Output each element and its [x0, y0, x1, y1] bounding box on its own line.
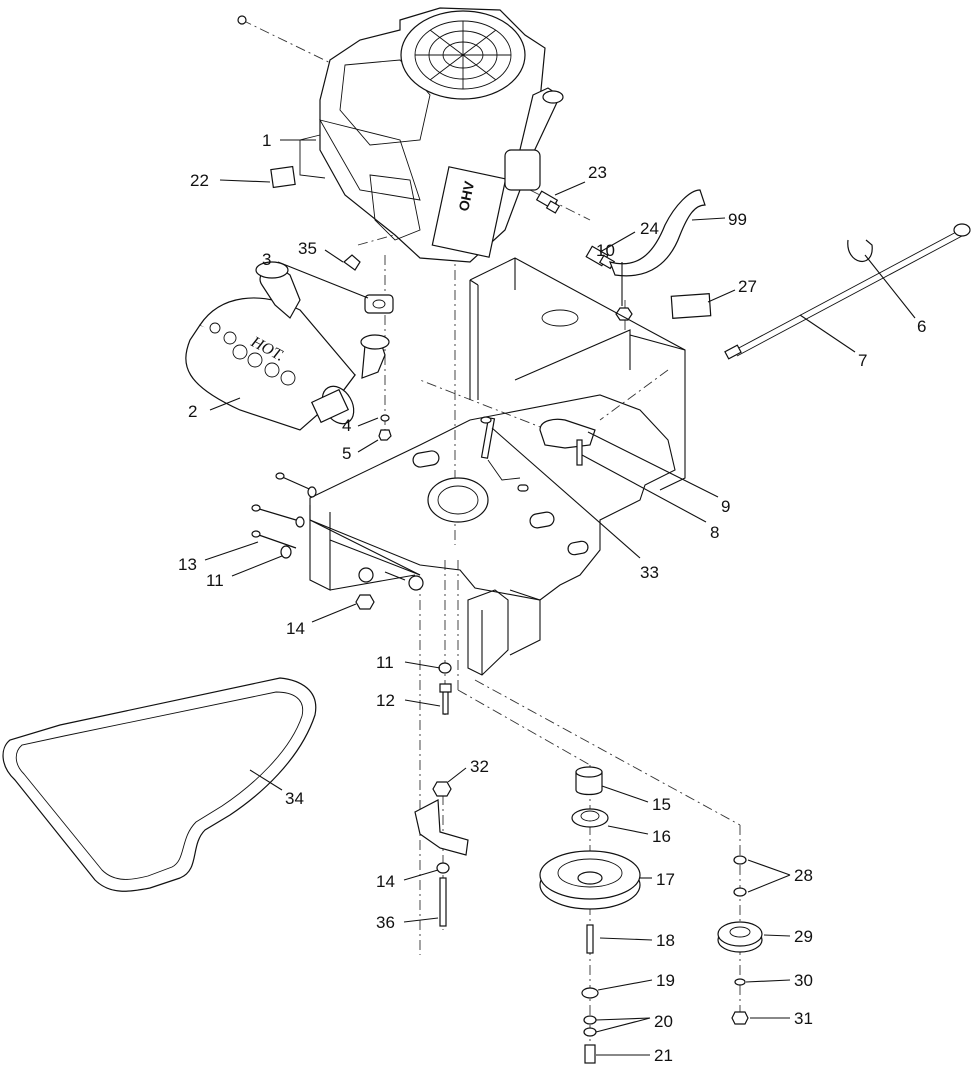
bracket-32 — [414, 799, 469, 856]
label-14-lower: 14 — [376, 872, 395, 891]
label-2: 2 — [188, 402, 197, 421]
label-16: 16 — [652, 827, 671, 846]
gasket-3 — [364, 294, 394, 314]
label-29: 29 — [794, 927, 813, 946]
label-3: 3 — [262, 250, 271, 269]
idler-stack — [717, 855, 763, 1025]
throttle-cable — [724, 223, 971, 360]
label-22: 22 — [190, 171, 209, 190]
bolt-12 — [439, 683, 452, 715]
label-4: 4 — [342, 416, 351, 435]
label-6: 6 — [917, 317, 926, 336]
label-32: 32 — [470, 757, 489, 776]
label-33: 33 — [640, 563, 659, 582]
bolt-36 — [439, 877, 447, 927]
engine: OHV — [237, 7, 564, 263]
clip-35 — [343, 254, 361, 271]
label-30: 30 — [794, 971, 813, 990]
label-5: 5 — [342, 444, 351, 463]
pulley-stack — [539, 766, 641, 1064]
label-20: 20 — [654, 1012, 673, 1031]
decal-22 — [270, 165, 296, 189]
frame-hardware — [251, 472, 424, 610]
hose-99 — [609, 189, 706, 277]
muffler: HOT. — [185, 261, 390, 431]
label-28: 28 — [794, 866, 813, 885]
label-14-upper: 14 — [286, 619, 305, 638]
spacer-14-lower — [436, 862, 450, 874]
label-7: 7 — [858, 351, 867, 370]
label-8: 8 — [710, 523, 719, 542]
callout-labels: 1 22 35 3 2 4 5 23 24 99 10 27 6 7 9 8 3… — [178, 131, 926, 1065]
label-24: 24 — [640, 219, 659, 238]
label-11-upper: 11 — [206, 571, 224, 590]
washer-11-lower — [438, 662, 452, 674]
label-31: 31 — [794, 1009, 813, 1028]
fitting-23 — [535, 190, 561, 214]
nut-10 — [615, 307, 633, 321]
label-21: 21 — [654, 1046, 673, 1065]
label-9: 9 — [721, 497, 730, 516]
label-34: 34 — [285, 789, 304, 808]
washer-4 — [380, 414, 390, 422]
mounting-frame — [309, 257, 686, 676]
label-11-lower: 11 — [376, 653, 394, 672]
label-13: 13 — [178, 555, 197, 574]
drive-belt — [2, 677, 317, 892]
label-1: 1 — [262, 131, 271, 150]
label-10: 10 — [596, 241, 615, 260]
leader-lines — [204, 139, 916, 1056]
engine-ohv-label: OHV — [455, 179, 477, 213]
nut-5 — [378, 429, 392, 441]
label-23: 23 — [588, 163, 607, 182]
label-35: 35 — [298, 239, 317, 258]
label-99: 99 — [728, 210, 747, 229]
nut-32 — [432, 781, 452, 797]
label-19: 19 — [656, 971, 675, 990]
decal-27 — [670, 293, 712, 319]
label-12: 12 — [376, 691, 395, 710]
label-18: 18 — [656, 931, 675, 950]
label-17: 17 — [656, 870, 675, 889]
label-36: 36 — [376, 913, 395, 932]
label-27: 27 — [738, 277, 757, 296]
label-15: 15 — [652, 795, 671, 814]
